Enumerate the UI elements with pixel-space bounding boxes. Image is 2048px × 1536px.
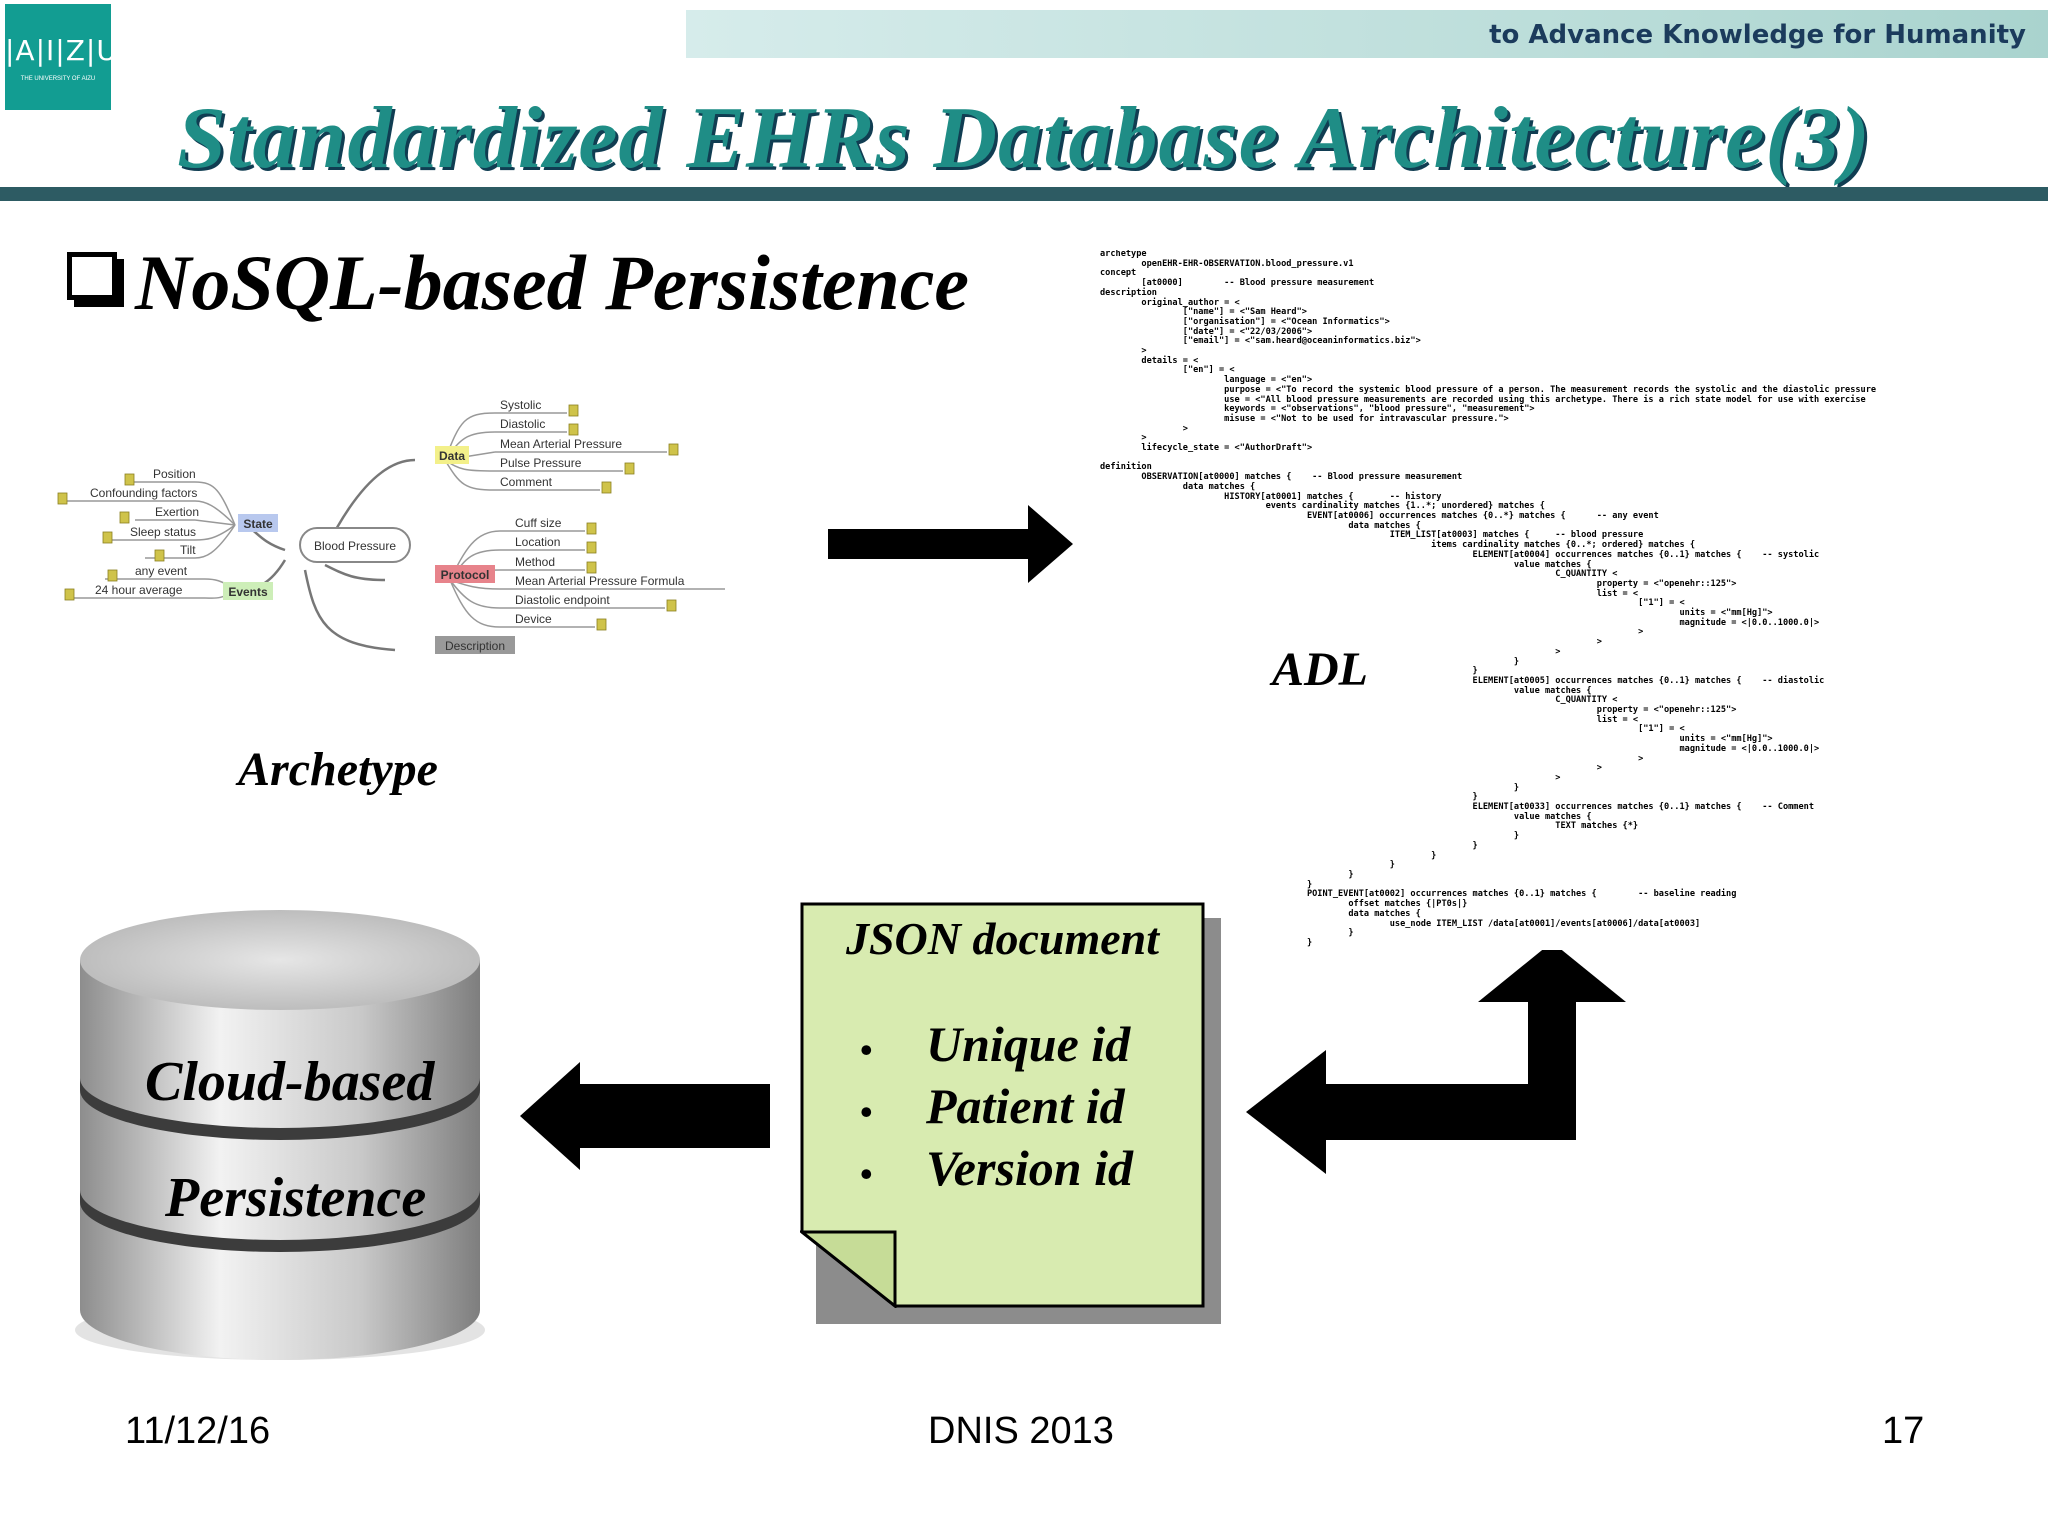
footer-event: DNIS 2013 <box>928 1410 1114 1452</box>
mm-item-map-formula: Mean Arterial Pressure Formula <box>515 574 685 588</box>
branch-protocol: Protocol <box>441 568 490 582</box>
tagline-bar <box>686 10 2048 58</box>
left-arrow-icon <box>520 1062 770 1170</box>
mm-item-sleep: Sleep status <box>130 525 196 539</box>
title-rule <box>0 187 2048 201</box>
mm-item-diastolic-endpoint: Diastolic endpoint <box>515 593 610 607</box>
mm-item-comment: Comment <box>500 475 553 489</box>
json-document-card <box>800 902 1205 1308</box>
square-bullet-icon <box>67 252 117 300</box>
tagline: to Advance Knowledge for Humanity <box>1489 20 2026 50</box>
mm-item-device: Device <box>515 612 552 626</box>
mm-item-method: Method <box>515 555 555 569</box>
mm-item-diastolic: Diastolic <box>500 417 545 431</box>
branch-state: State <box>243 517 273 531</box>
mm-item-location: Location <box>515 535 560 549</box>
cylinder-line1: Cloud-based <box>145 1051 435 1113</box>
logo-text: |A|I|Z|U| <box>5 34 129 67</box>
mm-item-pulse-pressure: Pulse Pressure <box>500 456 582 470</box>
mm-item-cuff: Cuff size <box>515 516 562 530</box>
section-heading: NoSQL-based Persistence <box>135 239 970 326</box>
json-item-unique-id: •Unique id <box>860 1016 1131 1072</box>
cylinder-line2: Persistence <box>165 1167 427 1229</box>
mm-item-tilt: Tilt <box>180 543 196 557</box>
branch-description: Description <box>445 639 505 653</box>
university-logo: |A|I|Z|U| THE UNIVERSITY OF AIZU <box>5 4 129 110</box>
adl-code: archetype openEHR-EHR-OBSERVATION.blood_… <box>1100 250 1877 948</box>
json-doc-title: JSON document <box>845 913 1160 964</box>
right-arrow-icon <box>828 505 1073 583</box>
mm-item-24h: 24 hour average <box>95 583 183 597</box>
branch-data: Data <box>439 449 465 463</box>
elbow-arrow-icon <box>1246 950 1626 1174</box>
mm-item-position: Position <box>153 467 196 481</box>
slide-title: Standardized EHRs Database Architecture(… <box>177 90 1871 187</box>
footer-date: 11/12/16 <box>125 1410 271 1452</box>
database-cylinder-icon <box>75 910 485 1360</box>
mm-item-confounding: Confounding factors <box>90 486 197 500</box>
mm-item-any-event: any event <box>135 564 188 578</box>
json-item-patient-id: •Patient id <box>860 1078 1125 1134</box>
json-item-version-id: •Version id <box>860 1140 1134 1196</box>
footer-page-number: 17 <box>1882 1410 1925 1452</box>
center-node <box>299 527 411 563</box>
mm-item-map: Mean Arterial Pressure <box>500 437 622 451</box>
branch-events: Events <box>228 585 268 599</box>
mm-item-exertion: Exertion <box>155 505 199 519</box>
mm-item-systolic: Systolic <box>500 398 541 412</box>
center-label: Blood Pressure <box>314 539 396 553</box>
archetype-mindmap: Blood Pressure Data State Events Protoco… <box>57 398 725 654</box>
adl-caption: ADL <box>1272 643 1368 696</box>
archetype-caption: Archetype <box>238 743 438 796</box>
logo-subtitle: THE UNIVERSITY OF AIZU <box>20 76 96 82</box>
